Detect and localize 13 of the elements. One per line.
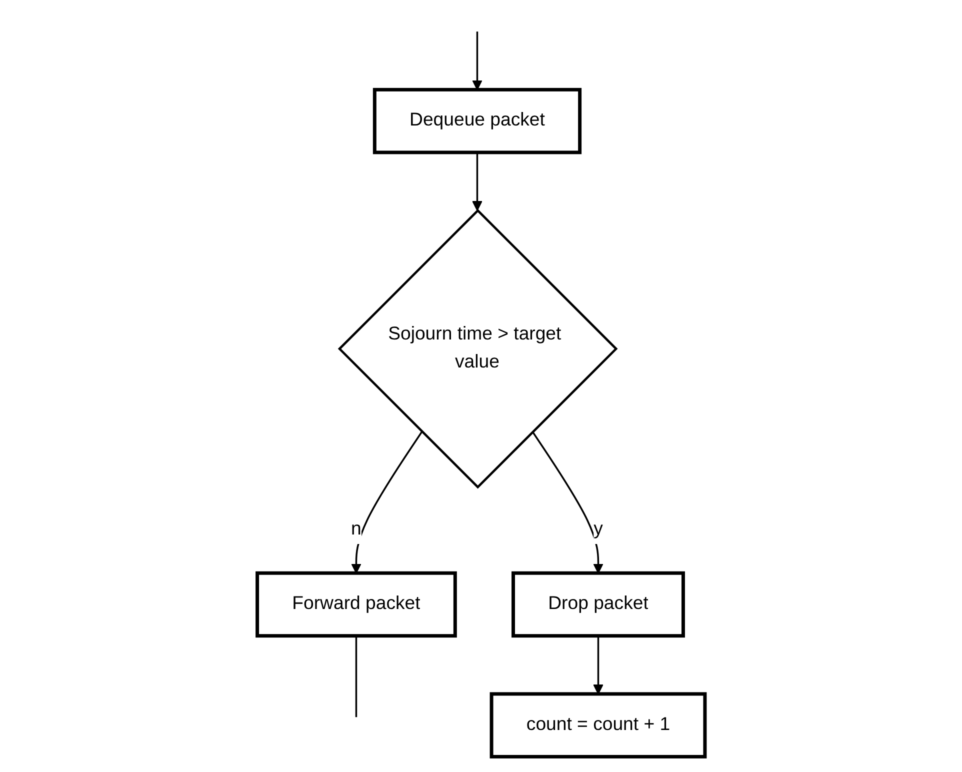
arrow — [472, 32, 482, 90]
arrow — [472, 152, 482, 211]
edge-label: y — [593, 520, 603, 540]
connector — [355, 636, 357, 718]
node-box: Drop packet — [511, 571, 685, 638]
node-box: Dequeue packet — [372, 88, 582, 154]
arrow — [593, 636, 604, 694]
node-box: count = count + 1 — [490, 692, 707, 758]
node-box: Forward packet — [255, 571, 457, 638]
arrow — [351, 431, 422, 574]
edge-label: n — [350, 520, 362, 540]
arrow — [532, 431, 604, 574]
node-diamond: Sojourn time > target value — [338, 208, 618, 489]
